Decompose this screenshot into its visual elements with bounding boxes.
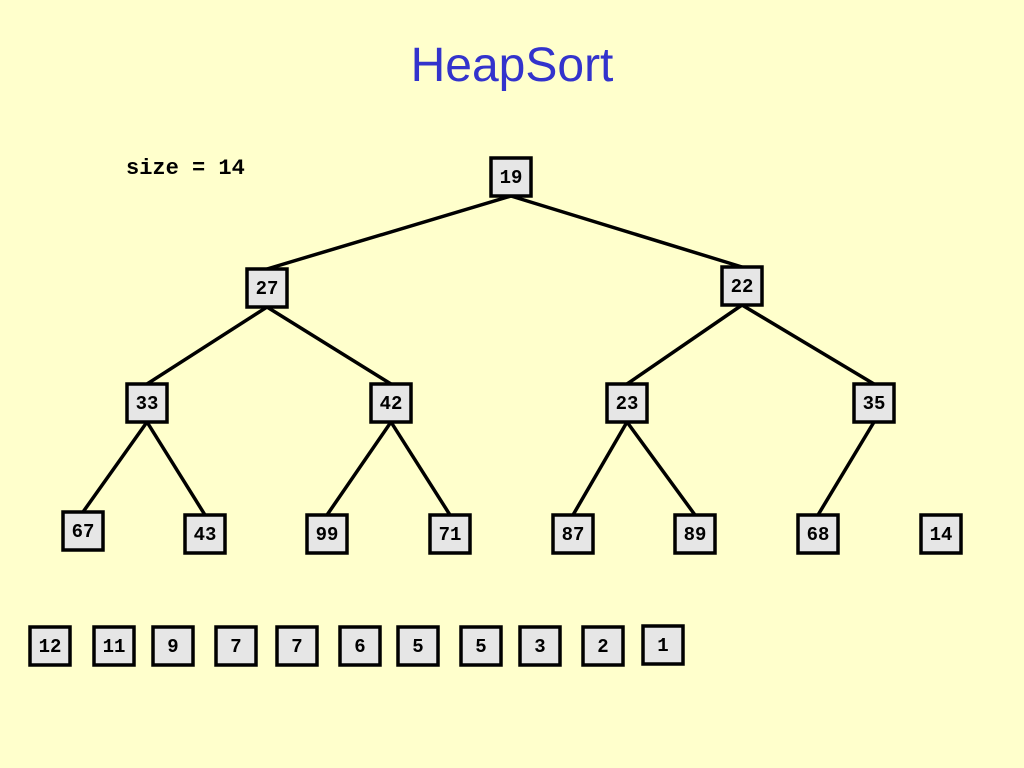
heap-node-box bbox=[125, 382, 169, 424]
heap-node-box bbox=[551, 513, 595, 555]
heap-node-box bbox=[605, 382, 649, 424]
sorted-array-cell-box bbox=[459, 625, 503, 667]
sorted-array-cell-value: 11 bbox=[103, 636, 126, 658]
heap-node: 33 bbox=[125, 382, 169, 424]
heap-edge bbox=[146, 305, 268, 386]
heap-node-box bbox=[305, 513, 349, 555]
sorted-array-cell: 6 bbox=[338, 625, 382, 667]
heap-edge bbox=[145, 421, 207, 516]
heap-node-value: 71 bbox=[439, 524, 462, 546]
sorted-array-cell-value: 3 bbox=[534, 636, 545, 658]
heap-node-value: 87 bbox=[562, 524, 585, 546]
heap-node-value: 23 bbox=[616, 393, 639, 415]
sorted-array-cell: 1 bbox=[641, 624, 685, 666]
sorted-array-cell-value: 6 bbox=[354, 636, 365, 658]
page-title: HeapSort bbox=[410, 39, 614, 92]
sorted-array-cell-value: 12 bbox=[39, 636, 62, 658]
heap-node-box bbox=[428, 513, 472, 555]
heap-edge bbox=[266, 305, 392, 386]
sorted-array-cell-box bbox=[641, 624, 685, 666]
heap-edge bbox=[816, 421, 876, 516]
sorted-array-cell-value: 9 bbox=[167, 636, 178, 658]
heap-node: 71 bbox=[428, 513, 472, 555]
heap-node: 23 bbox=[605, 382, 649, 424]
sorted-array-cell: 5 bbox=[459, 625, 503, 667]
heap-node: 68 bbox=[796, 513, 840, 555]
heap-edge bbox=[266, 194, 512, 271]
heap-node: 35 bbox=[852, 382, 896, 424]
heap-edge bbox=[510, 194, 743, 269]
heap-edge bbox=[81, 420, 149, 514]
sorted-array-cell-box bbox=[28, 625, 72, 667]
sorted-array-cell-value: 7 bbox=[230, 636, 241, 658]
heap-node-box bbox=[796, 513, 840, 555]
heap-node: 87 bbox=[551, 513, 595, 555]
heap-edge bbox=[571, 421, 629, 516]
heap-node: 42 bbox=[369, 382, 413, 424]
heap-edge bbox=[625, 420, 697, 517]
heap-node-value: 89 bbox=[684, 524, 707, 546]
sorted-array-cell-box bbox=[338, 625, 382, 667]
heap-node-value: 35 bbox=[863, 393, 886, 415]
heap-node: 99 bbox=[305, 513, 349, 555]
sorted-array-cell: 7 bbox=[214, 625, 258, 667]
sorted-array-cell: 3 bbox=[518, 625, 562, 667]
heap-edge bbox=[325, 421, 393, 516]
sorted-array-cell: 7 bbox=[275, 625, 319, 667]
sorted-array-cell-value: 2 bbox=[597, 636, 608, 658]
heap-node-value: 22 bbox=[731, 276, 754, 298]
heap-node: 22 bbox=[720, 265, 764, 307]
sorted-array-cell-box bbox=[151, 625, 195, 667]
heap-edge bbox=[389, 421, 452, 516]
heap-node-box bbox=[183, 513, 227, 555]
sorted-array-cell-box bbox=[396, 625, 440, 667]
heap-node-value: 14 bbox=[930, 524, 953, 546]
sorted-array-cell: 5 bbox=[396, 625, 440, 667]
sorted-array-cell-value: 5 bbox=[475, 636, 486, 658]
heap-node: 89 bbox=[673, 513, 717, 555]
heap-node-value: 27 bbox=[256, 278, 279, 300]
heap-node-box bbox=[720, 265, 764, 307]
sorted-array-cell: 12 bbox=[28, 625, 72, 667]
heap-node-box bbox=[61, 510, 105, 552]
sorted-array-cell-box bbox=[581, 625, 625, 667]
heap-edge bbox=[741, 303, 875, 386]
heap-node: 27 bbox=[245, 267, 289, 309]
heap-node-value: 42 bbox=[380, 393, 403, 415]
heap-node: 43 bbox=[183, 513, 227, 555]
heap-node: 67 bbox=[61, 510, 105, 552]
sorted-array-cell-box bbox=[518, 625, 562, 667]
sorted-array-cell: 9 bbox=[151, 625, 195, 667]
sorted-array-cell-value: 5 bbox=[412, 636, 423, 658]
sorted-array-cell: 11 bbox=[92, 625, 136, 667]
sorted-array-cell-box bbox=[214, 625, 258, 667]
heap-node-value: 33 bbox=[136, 393, 159, 415]
heap-node: 14 bbox=[919, 513, 963, 555]
heap-node: 19 bbox=[489, 156, 533, 198]
sorted-array-cell-value: 7 bbox=[291, 636, 302, 658]
heap-node-box bbox=[852, 382, 896, 424]
sorted-array-cell: 2 bbox=[581, 625, 625, 667]
sorted-array-cell-box bbox=[92, 625, 136, 667]
heap-node-value: 19 bbox=[500, 167, 523, 189]
sorted-array-cell-box bbox=[275, 625, 319, 667]
heap-edge bbox=[626, 303, 743, 386]
heap-size-label: size = 14 bbox=[126, 156, 245, 181]
heap-node-box bbox=[673, 513, 717, 555]
heap-node-value: 67 bbox=[72, 521, 95, 543]
heap-node-value: 43 bbox=[194, 524, 217, 546]
heap-node-box bbox=[369, 382, 413, 424]
heap-node-value: 99 bbox=[316, 524, 339, 546]
heap-node-box bbox=[245, 267, 289, 309]
heap-node-box bbox=[919, 513, 963, 555]
sorted-array-cell-value: 1 bbox=[657, 635, 668, 657]
heap-node-value: 68 bbox=[807, 524, 830, 546]
heap-node-box bbox=[489, 156, 533, 198]
